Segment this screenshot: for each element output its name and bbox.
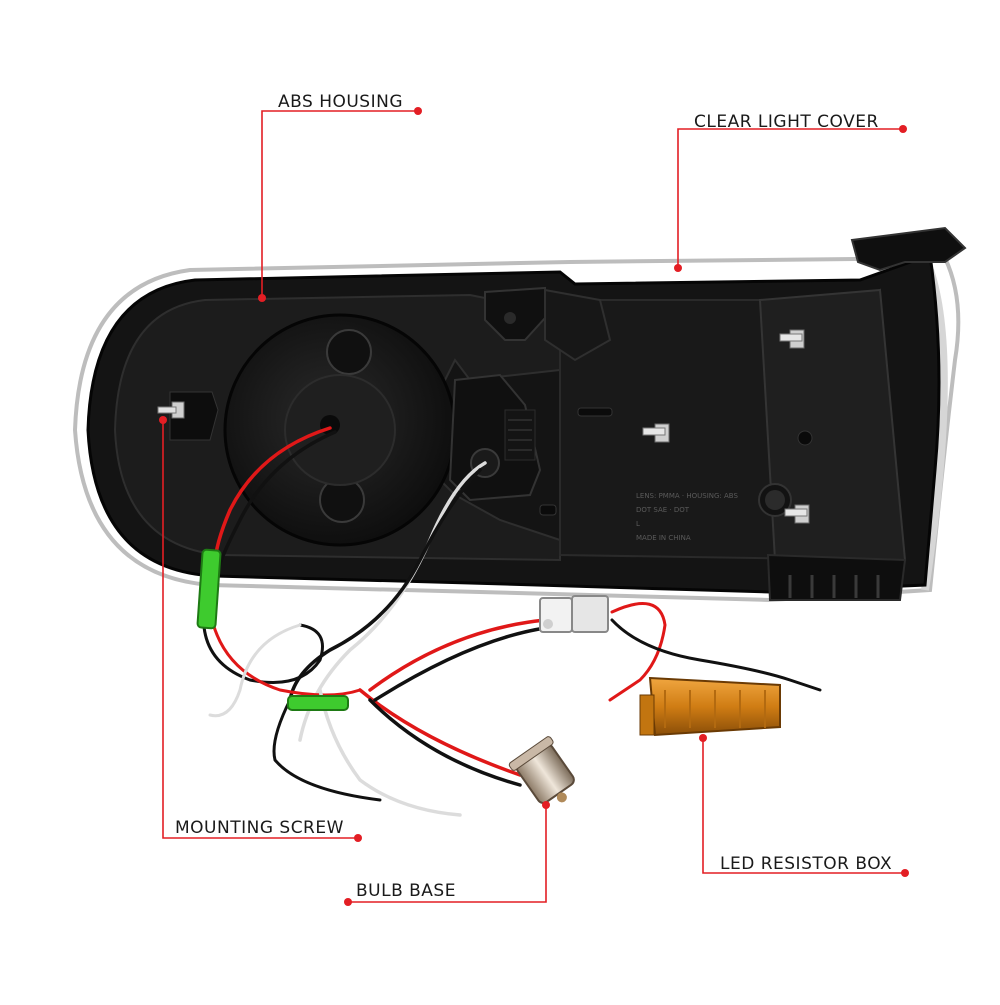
svg-text:L: L [636,520,640,528]
callout-abs-housing: ABS HOUSING [278,92,403,112]
svg-text:DOT SAE · DOT: DOT SAE · DOT [636,506,690,514]
wiring-harness [202,426,822,817]
mounting-stud-bottom-right [784,504,810,524]
mounting-stud-top-right [779,329,805,349]
callout-mounting-screw: MOUNTING SCREW [175,818,344,838]
mounting-stud-middle [642,423,670,443]
white-plug-connector [539,595,609,633]
callout-dots [159,107,909,906]
callout-leaders [162,110,905,903]
mounting-stud-left [157,391,219,441]
wire-grommet [448,373,542,502]
green-connector-lower [287,695,349,711]
green-connector-upper [196,548,222,630]
callout-led-resistor-box: LED RESISTOR BOX [720,854,893,874]
made-in-china-text: MADE IN CHINA [636,534,691,542]
callout-bulb-base: BULB BASE [356,881,456,901]
callout-clear-light-cover: CLEAR LIGHT COVER [694,112,879,132]
bulb-base [508,736,575,804]
svg-text:LENS: PMMA · HOUSING: ABS: LENS: PMMA · HOUSING: ABS [636,492,738,500]
led-resistor-box [639,676,781,737]
bulb-socket-disc [223,313,457,547]
